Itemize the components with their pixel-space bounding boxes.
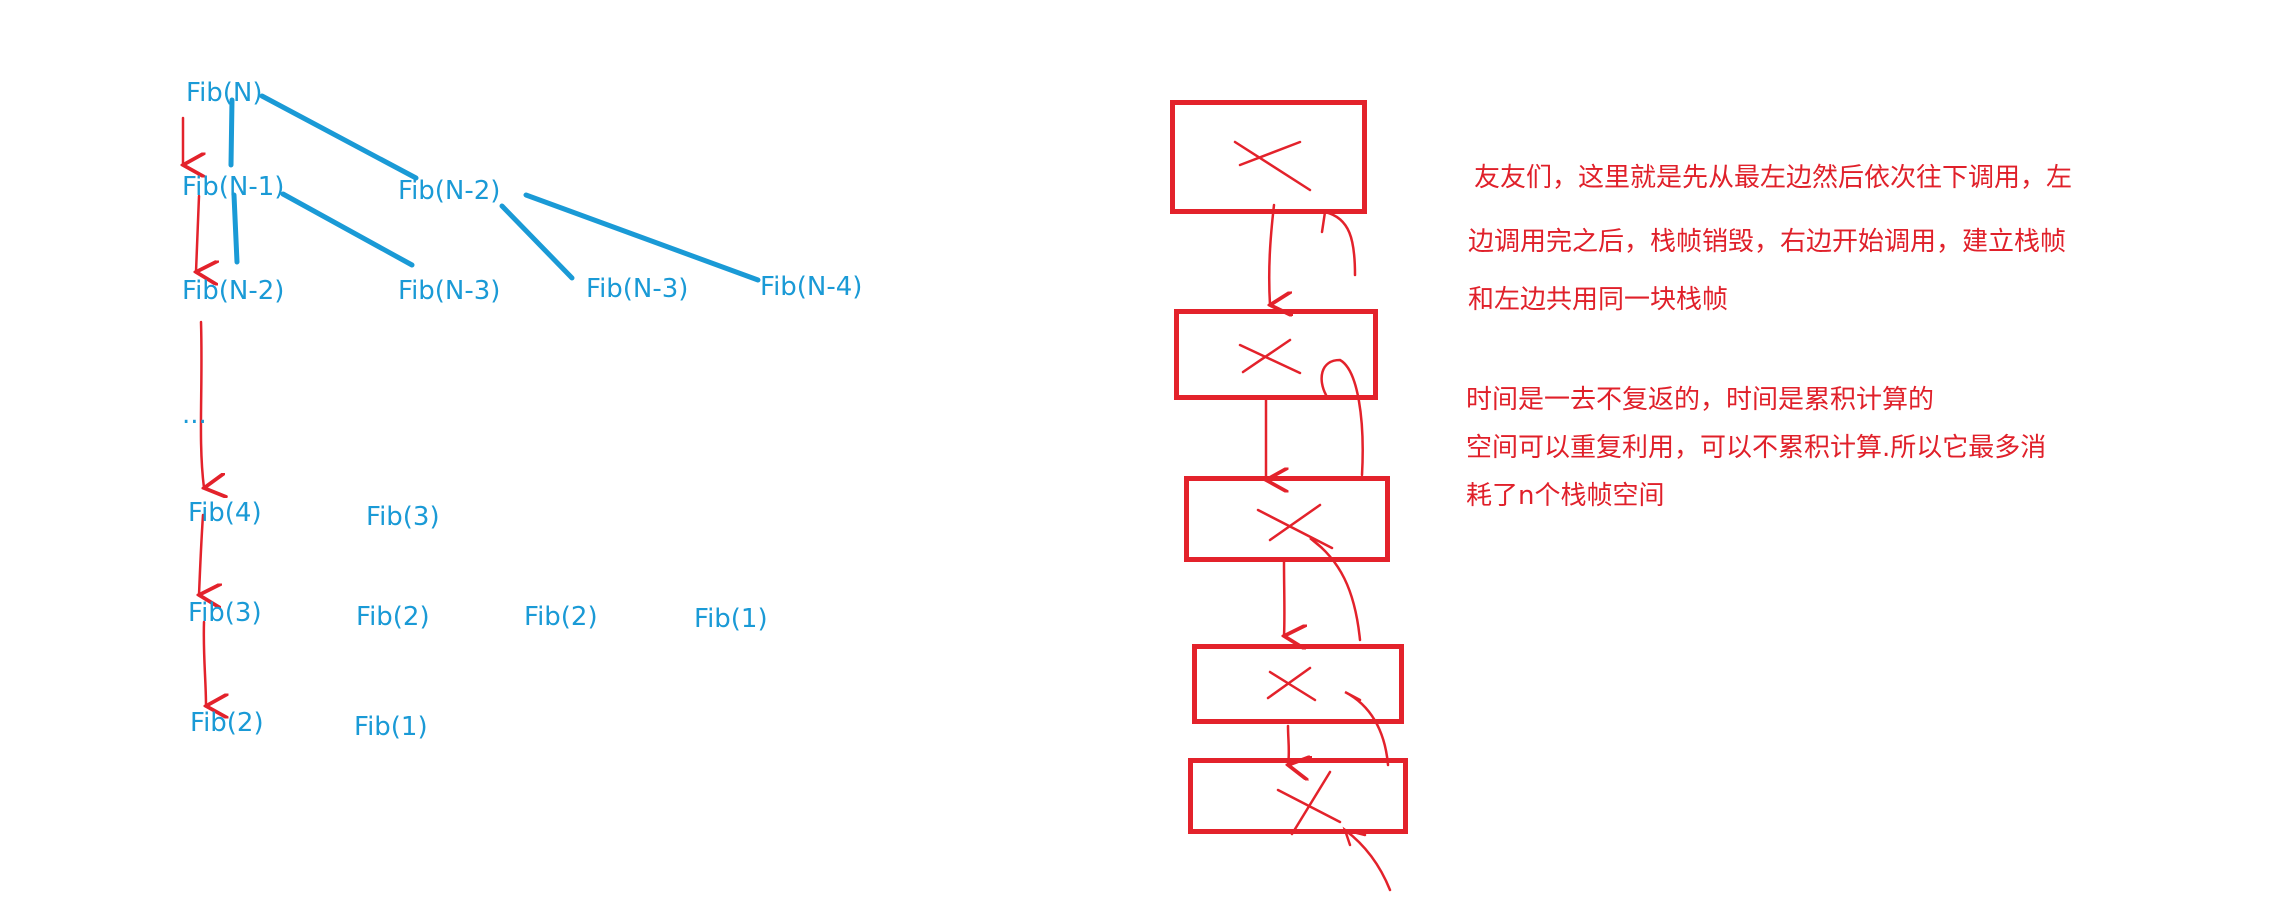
edge-fibN1-fibN2 [231, 192, 240, 265]
node-fib-2-a: Fib(2) [356, 602, 430, 632]
stack-frame-5 [1188, 758, 1408, 834]
node-fib-n-3-right: Fib(N-3) [586, 274, 689, 304]
x-mark-3 [1256, 503, 1334, 550]
stack-frame-1 [1170, 100, 1367, 214]
note-paragraph-1: 友友们，这里就是先从最左边然后依次往下调用，左 边调用完之后，栈帧销毁，右边开始… [1468, 146, 2072, 332]
x-mark-5 [1276, 770, 1342, 836]
node-fib-n: Fib(N) [186, 78, 263, 108]
edge-fibN1-fibN3 [280, 191, 415, 268]
node-fib-n-3-left: Fib(N-3) [398, 276, 501, 306]
node-fib-n-4: Fib(N-4) [760, 272, 863, 302]
node-fib-3-top: Fib(3) [366, 502, 440, 532]
arrow-down-4 [199, 513, 203, 595]
return-arrow-5 [1342, 826, 1392, 892]
stack-x-marks [1233, 140, 1342, 836]
stack-arrow-down-1 [1269, 203, 1274, 305]
note-line: 时间是一去不复返的，时间是累积计算的 [1466, 385, 1935, 415]
node-fib-n-2-right: Fib(N-2) [398, 176, 501, 206]
edge-fibN2-fibN3 [499, 203, 575, 281]
note-paragraph-2: 时间是一去不复返的，时间是累积计算的 空间可以重复利用，可以不累积计算.所以它最… [1466, 376, 2046, 520]
x-mark-1 [1233, 140, 1312, 192]
node-fib-n-1: Fib(N-1) [182, 172, 285, 202]
node-fib-2-b: Fib(2) [524, 602, 598, 632]
return-arrow-1 [1320, 210, 1357, 277]
note-line: 和左边共用同一块栈帧 [1468, 285, 1729, 315]
stack-frame-4 [1192, 644, 1404, 724]
stack-frame-2 [1174, 309, 1378, 400]
return-arrow-2 [1320, 358, 1364, 477]
tree-edges [228, 93, 761, 283]
note-line: 友友们，这里就是先从最左边然后依次往下调用，左 [1474, 163, 2073, 193]
node-fib-n-2-left: Fib(N-2) [182, 276, 285, 306]
x-mark-4 [1266, 666, 1317, 702]
arrow-down-5 [202, 620, 206, 706]
edge-fibN2-fibN4 [523, 192, 761, 283]
x-mark-2 [1238, 338, 1302, 375]
return-arrow-4 [1344, 690, 1390, 767]
node-fib-1-a: Fib(1) [694, 604, 768, 634]
note-line: 耗了n个栈帧空间 [1466, 481, 1665, 511]
node-fib-2-bottom: Fib(2) [190, 708, 264, 738]
ellipsis: ... [182, 400, 207, 430]
note-line: 边调用完之后，栈帧销毁，右边开始调用，建立栈帧 [1468, 227, 2067, 257]
edge-fibN-fibN1 [228, 97, 235, 168]
call-arrows [183, 116, 206, 706]
node-fib-3: Fib(3) [188, 598, 262, 628]
node-fib-4: Fib(4) [188, 498, 262, 528]
edge-fibN-fibN2 [259, 93, 419, 181]
arrow-down-3 [199, 320, 204, 488]
note-line: 空间可以重复利用，可以不累积计算.所以它最多消 [1466, 433, 2047, 463]
stack-frame-3 [1184, 476, 1390, 562]
return-arrow-3 [1309, 536, 1362, 642]
arrow-down-2 [196, 194, 199, 272]
node-fib-1-bottom: Fib(1) [354, 712, 428, 742]
